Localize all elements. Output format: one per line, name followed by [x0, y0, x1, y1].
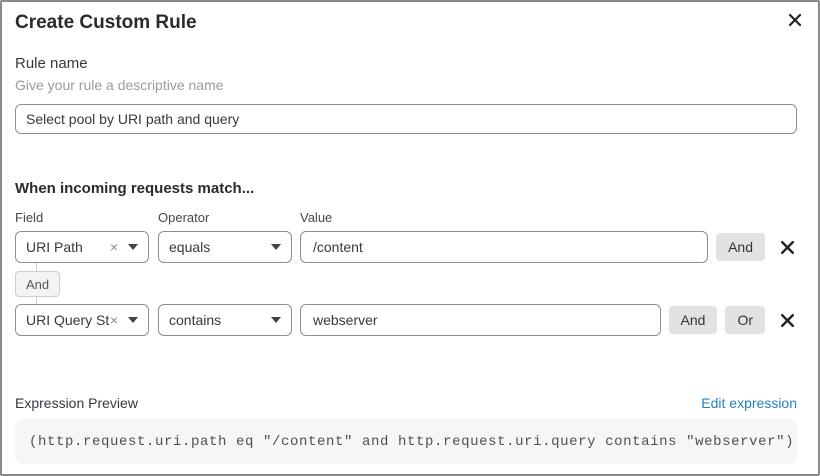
close-button[interactable] — [786, 11, 804, 29]
match-heading: When incoming requests match... — [15, 180, 255, 197]
field-column-label: Field — [15, 210, 44, 225]
field-select-value: URI Path — [26, 239, 83, 255]
chevron-down-icon — [128, 317, 138, 323]
value-input[interactable] — [300, 304, 661, 336]
chevron-down-icon — [271, 244, 281, 250]
condition-connector: And — [15, 263, 797, 304]
operator-select-value: equals — [169, 239, 211, 255]
clear-icon[interactable]: × — [109, 239, 118, 255]
page-title: Create Custom Rule — [15, 12, 197, 33]
add-and-button[interactable]: And — [668, 306, 718, 334]
remove-condition-button[interactable] — [777, 237, 797, 257]
condition-row: URI Path × equals And — [15, 231, 797, 263]
value-input[interactable] — [300, 231, 709, 263]
chevron-down-icon — [128, 244, 138, 250]
edit-expression-link[interactable]: Edit expression — [701, 395, 797, 411]
operator-column-label: Operator — [158, 210, 210, 225]
connector-and-badge: And — [15, 271, 61, 297]
remove-condition-icon — [780, 313, 794, 327]
value-column-label: Value — [300, 210, 333, 225]
condition-row: URI Query St... × contains And Or — [15, 304, 797, 336]
rule-name-hint: Give your rule a descriptive name — [15, 77, 224, 93]
add-and-button[interactable]: And — [716, 233, 765, 261]
condition-column-labels: Field Operator Value — [15, 210, 797, 226]
add-or-button[interactable]: Or — [725, 306, 765, 334]
expression-code: (http.request.uri.path eq "/content" and… — [29, 433, 795, 450]
chevron-down-icon — [271, 317, 281, 323]
expression-preview-header: Expression Preview Edit expression — [15, 394, 797, 412]
operator-select[interactable]: equals — [158, 231, 292, 263]
expression-preview-label: Expression Preview — [15, 395, 138, 411]
field-select-value: URI Query St... — [26, 312, 110, 328]
close-icon — [788, 13, 802, 27]
remove-condition-icon — [780, 240, 794, 254]
expression-code-block: (http.request.uri.path eq "/content" and… — [15, 419, 797, 464]
rule-name-input[interactable] — [15, 104, 797, 134]
field-select[interactable]: URI Query St... × — [15, 304, 149, 336]
clear-icon[interactable]: × — [109, 312, 118, 328]
rule-name-label: Rule name — [15, 55, 88, 72]
field-select[interactable]: URI Path × — [15, 231, 149, 263]
remove-condition-button[interactable] — [777, 310, 797, 330]
operator-select-value: contains — [169, 312, 222, 328]
operator-select[interactable]: contains — [158, 304, 292, 336]
